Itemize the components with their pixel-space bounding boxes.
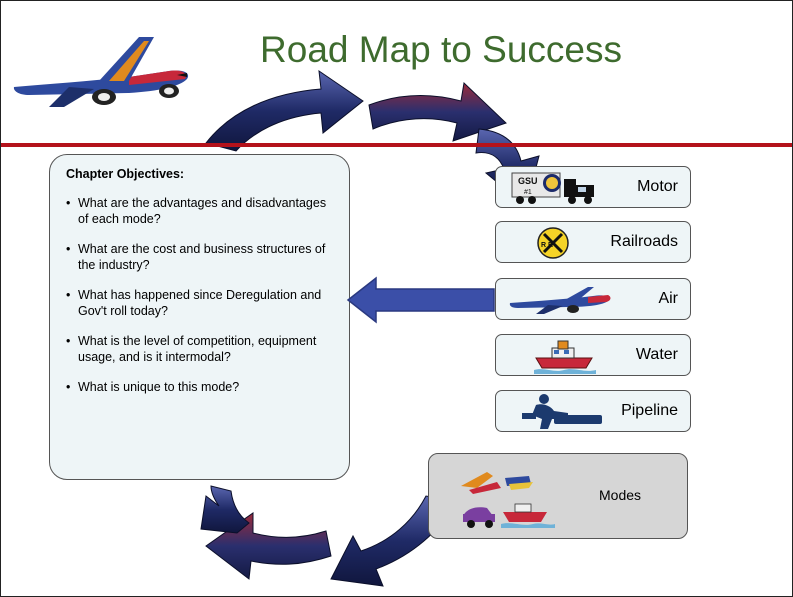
airplane-logo-icon: [13, 37, 189, 107]
svg-text:R R: R R: [541, 242, 553, 249]
objectives-list: What are the advantages and disadvantage…: [64, 195, 335, 395]
objective-item: What are the cost and business structure…: [64, 241, 335, 273]
mode-label: Air: [658, 290, 678, 307]
airplane-icon: [509, 287, 611, 314]
svg-text:GSU: GSU: [518, 176, 538, 186]
mode-label: Water: [635, 346, 678, 363]
objective-item: What has happened since Deregulation and…: [64, 287, 335, 319]
cycle-arrow-segment: [200, 485, 250, 534]
mode-pipeline[interactable]: Pipeline: [495, 390, 691, 432]
mode-label: Railroads: [610, 233, 678, 250]
svg-text:#1: #1: [524, 189, 532, 196]
cycle-arrow-segment: [205, 69, 364, 152]
objectives-heading: Chapter Objectives:: [66, 167, 185, 181]
truck-icon: GSU #1: [511, 172, 594, 204]
mode-railroads[interactable]: R R Railroads: [495, 221, 691, 263]
mode-motor[interactable]: GSU #1 Motor: [495, 166, 691, 208]
objective-item: What is the level of competition, equipm…: [64, 333, 335, 365]
mode-label: Pipeline: [621, 402, 678, 419]
left-arrow-icon: [346, 276, 495, 324]
pipeline-worker-icon: [522, 394, 602, 429]
chapter-objectives-box: Chapter Objectives: What are the advanta…: [49, 154, 350, 480]
modes-summary-box[interactable]: Modes: [428, 453, 688, 539]
modes-label: Modes: [599, 487, 642, 503]
objective-item: What are the advantages and disadvantage…: [64, 195, 335, 227]
slide-title: Road Map to Success: [260, 29, 622, 70]
tugboat-icon: [534, 340, 596, 374]
mode-water[interactable]: Water: [495, 334, 691, 376]
title-rule: [1, 143, 792, 147]
mode-label: Motor: [637, 178, 678, 195]
transport-vehicles-icon: [461, 472, 555, 528]
railroad-crossing-icon: R R: [537, 227, 569, 259]
objective-item: What is unique to this mode?: [64, 379, 335, 395]
mode-air[interactable]: Air: [495, 278, 691, 320]
